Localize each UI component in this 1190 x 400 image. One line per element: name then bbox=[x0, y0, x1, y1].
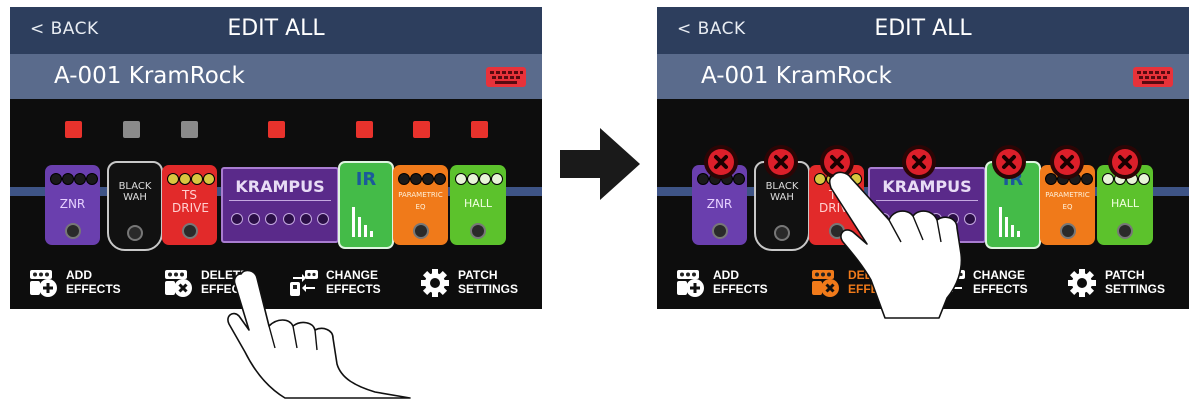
effect-pedal-parametric-eq[interactable]: PARAMETRIC EQ bbox=[393, 165, 448, 245]
effect-led bbox=[413, 121, 430, 138]
patch-settings-button[interactable]: PATCH SETTINGS bbox=[1067, 265, 1182, 301]
patch-name[interactable]: A-001 KramRock bbox=[54, 63, 245, 89]
gear-icon bbox=[1068, 269, 1096, 297]
close-icon bbox=[830, 155, 844, 169]
effect-label: BLACK WAH bbox=[118, 181, 152, 203]
effect-pedal-znr[interactable]: ZNR bbox=[692, 165, 747, 245]
effect-label: HALL bbox=[1110, 197, 1140, 210]
delete-mark-ir[interactable] bbox=[992, 145, 1026, 179]
effect-label: IR bbox=[355, 169, 377, 190]
hand-pointer-icon bbox=[828, 171, 963, 319]
patch-settings-label: PATCH SETTINGS bbox=[1105, 268, 1166, 296]
effect-led bbox=[471, 121, 488, 138]
change-effects-label: CHANGE EFFECTS bbox=[973, 268, 1028, 296]
patch-settings-label: PATCH SETTINGS bbox=[458, 268, 519, 296]
back-button[interactable]: < BACK bbox=[30, 19, 99, 39]
add-effects-label: ADD EFFECTS bbox=[66, 268, 121, 296]
page-title: EDIT ALL bbox=[874, 16, 972, 41]
patch-settings-button[interactable]: PATCH SETTINGS bbox=[420, 265, 535, 301]
close-icon bbox=[912, 155, 926, 169]
change-effects-button[interactable]: CHANGE EFFECTS bbox=[288, 265, 398, 301]
arrow-right-icon bbox=[560, 128, 640, 200]
patch-name[interactable]: A-001 KramRock bbox=[701, 63, 892, 89]
add-effects-button[interactable]: ADD EFFECTS bbox=[28, 265, 138, 301]
add-effects-label: ADD EFFECTS bbox=[713, 268, 768, 296]
close-icon bbox=[1002, 155, 1016, 169]
effect-pedal-black-wah[interactable]: BLACK WAH bbox=[107, 161, 163, 251]
change-effects-label: CHANGE EFFECTS bbox=[326, 268, 381, 296]
add-effects-icon bbox=[677, 270, 704, 297]
delete-effects-icon bbox=[165, 270, 192, 297]
effect-chain: ZNR BLACK WAH TS DRIVE KRAMPUS IR bbox=[10, 99, 542, 251]
add-effects-icon bbox=[30, 270, 57, 297]
patch-bar: A-001 KramRock bbox=[10, 54, 542, 99]
keyboard-icon[interactable] bbox=[486, 67, 526, 87]
screen-before: < BACK EDIT ALL A-001 KramRock ZNR bbox=[10, 7, 542, 309]
add-effects-button[interactable]: ADD EFFECTS bbox=[675, 265, 785, 301]
effect-led bbox=[65, 121, 82, 138]
close-icon bbox=[774, 155, 788, 169]
delete-mark-ts-drive[interactable] bbox=[820, 145, 854, 179]
effect-pedal-znr[interactable]: ZNR bbox=[45, 165, 100, 245]
effect-led bbox=[181, 121, 198, 138]
header-bar: < BACK EDIT ALL bbox=[10, 7, 542, 54]
delete-mark-krampus[interactable] bbox=[902, 145, 936, 179]
effect-label: BLACK WAH bbox=[765, 181, 799, 203]
delete-mark-black-wah[interactable] bbox=[764, 145, 798, 179]
effect-label: KRAMPUS bbox=[229, 177, 331, 201]
delete-mark-parametric-eq[interactable] bbox=[1050, 145, 1084, 179]
effect-label: ZNR bbox=[59, 197, 86, 211]
back-button[interactable]: < BACK bbox=[677, 19, 746, 39]
page-title: EDIT ALL bbox=[227, 16, 325, 41]
close-icon bbox=[1060, 155, 1074, 169]
effect-pedal-hall[interactable]: HALL bbox=[450, 165, 506, 245]
effect-led bbox=[356, 121, 373, 138]
effect-label: PARAMETRIC EQ bbox=[1045, 191, 1090, 211]
effect-label: HALL bbox=[463, 197, 493, 210]
header-bar: < BACK EDIT ALL bbox=[657, 7, 1189, 54]
delete-mark-hall[interactable] bbox=[1108, 145, 1142, 179]
waveform-icon bbox=[352, 207, 373, 237]
change-effects-icon bbox=[290, 270, 318, 296]
delete-mark-znr[interactable] bbox=[704, 145, 738, 179]
keyboard-icon[interactable] bbox=[1133, 67, 1173, 87]
effect-label: TS DRIVE bbox=[172, 188, 209, 215]
effect-label: ZNR bbox=[706, 197, 733, 211]
waveform-icon bbox=[999, 207, 1020, 237]
effect-pedal-krampus[interactable]: KRAMPUS bbox=[221, 167, 339, 243]
delete-effects-icon bbox=[812, 270, 839, 297]
effect-pedal-ir[interactable]: IR bbox=[338, 161, 394, 249]
effect-pedal-ts-drive[interactable]: TS DRIVE bbox=[162, 165, 217, 245]
effect-led bbox=[123, 121, 140, 138]
close-icon bbox=[714, 155, 728, 169]
patch-bar: A-001 KramRock bbox=[657, 54, 1189, 99]
gear-icon bbox=[421, 269, 449, 297]
effect-label: KRAMPUS bbox=[876, 177, 978, 201]
effect-label: PARAMETRIC EQ bbox=[398, 191, 443, 211]
close-icon bbox=[1118, 155, 1132, 169]
hand-pointer-icon bbox=[227, 269, 411, 399]
effect-led bbox=[268, 121, 285, 138]
